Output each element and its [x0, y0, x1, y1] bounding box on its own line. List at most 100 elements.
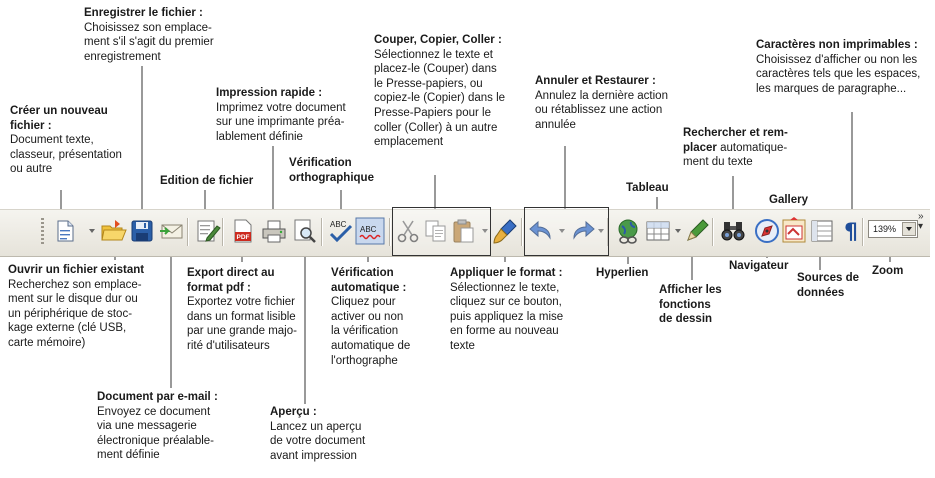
annotation-pdf: Export direct au format pdf : Exportez v… — [187, 266, 297, 354]
standard-toolbar: PDF ABC ABC — [0, 209, 930, 257]
annotation-line: puis appliquez la mise — [450, 310, 564, 323]
annotation-gallery: Gallery — [769, 193, 808, 208]
annotation-line: Choisissez d'afficher ou non les — [756, 53, 918, 66]
annotation-verif-ortho: Vérification orthographique — [289, 156, 374, 185]
drawing-pencil-icon[interactable] — [682, 216, 712, 246]
copy-icon[interactable] — [421, 216, 451, 246]
annotation-line: Sélectionnez le texte, — [450, 281, 560, 294]
annotation-title: Gallery — [769, 194, 808, 206]
annotation-impression: Impression rapide : Imprimez votre docum… — [216, 86, 346, 144]
annotation-line: emplacement — [374, 136, 444, 149]
annotation-sources: Sources de données — [797, 271, 859, 300]
annotation-line: par une grande majo- — [187, 325, 297, 338]
open-folder-icon[interactable] — [98, 216, 128, 246]
annotation-line: Choisissez son emplace- — [84, 21, 212, 34]
gallery-icon[interactable] — [779, 216, 809, 246]
annotation-line: ment du texte — [683, 156, 753, 169]
cut-scissors-icon[interactable] — [393, 216, 423, 246]
clipboard-group-box — [392, 207, 491, 256]
annotation-line: les marques de paragraphe... — [756, 82, 907, 95]
annotation-line: Cliquez pour — [331, 296, 396, 309]
zoom-dropdown-arrow[interactable] — [902, 222, 916, 236]
undo-dropdown-arrow[interactable] — [559, 229, 565, 233]
save-disk-icon[interactable] — [127, 216, 157, 246]
annotation-line: caractères tels que les espaces, — [756, 68, 921, 81]
annotation-title: Couper, Copier, Coller : — [374, 34, 502, 46]
undo-arrow-icon[interactable] — [526, 216, 556, 246]
annotation-line: Imprimez votre document — [216, 101, 346, 114]
annotation-creer: Créer un nouveau fichier : Document text… — [10, 104, 122, 177]
annotation-title: fonctions — [659, 298, 711, 311]
annotation-line: la vérification — [331, 325, 399, 338]
redo-dropdown-arrow[interactable] — [598, 229, 604, 233]
autospellcheck-icon[interactable]: ABC — [355, 216, 385, 246]
annotation-title: Vérification — [331, 267, 394, 279]
paste-clipboard-icon[interactable] — [449, 216, 479, 246]
annotation-title: Ouvrir un fichier existant — [8, 264, 145, 276]
annotation-title: de dessin — [659, 313, 713, 326]
pdf-label: PDF — [237, 234, 250, 241]
annotation-line: ment s'il s'agit du premier — [84, 36, 214, 49]
annotation-line: enregistrement — [84, 50, 161, 63]
format-paintbrush-icon[interactable] — [490, 216, 520, 246]
annotation-line: cliquez sur ce bouton, — [450, 296, 562, 309]
annotation-title: fichier : — [10, 119, 52, 132]
annotation-line: ou rétablissez une action — [535, 104, 663, 117]
table-grid-icon[interactable] — [643, 216, 673, 246]
annotation-line: Sélectionnez le texte et — [374, 48, 493, 61]
annotation-line: via une messagerie — [97, 420, 197, 433]
annotation-ouvrir: Ouvrir un fichier existant Recherchez so… — [8, 263, 144, 351]
annotation-title: Impression rapide : — [216, 87, 323, 99]
annotation-title: Aperçu : — [270, 406, 317, 418]
annotation-line: ment sur le disque dur ou — [8, 293, 138, 306]
annotation-title: Edition de fichier — [160, 175, 254, 187]
zoom-select[interactable]: 139% — [868, 220, 918, 238]
email-envelope-icon[interactable] — [157, 216, 187, 246]
annotation-line: Recherchez son emplace- — [8, 278, 142, 291]
annotation-line: rité d'utilisateurs — [187, 339, 270, 352]
annotation-line: automatique- — [716, 141, 788, 154]
annotation-line: Annulez la dernière action — [535, 89, 668, 102]
paste-dropdown-arrow[interactable] — [482, 229, 488, 233]
annotation-title: données — [797, 286, 845, 299]
toolbar-grip[interactable] — [41, 218, 44, 246]
annotation-title: Navigateur — [729, 260, 789, 272]
toolbar-overflow-chevron-icon[interactable]: »▾ — [918, 211, 924, 232]
zoom-value: 139% — [873, 224, 897, 234]
annotation-hyperlien: Hyperlien — [596, 266, 648, 281]
redo-arrow-icon[interactable] — [568, 216, 598, 246]
annotation-line: ou autre — [10, 163, 53, 176]
annotation-title: placer — [683, 141, 717, 154]
annotation-title: Export direct au — [187, 267, 275, 279]
annotation-title: Sources de — [797, 272, 859, 284]
annotation-line: kage externe (clé USB, — [8, 322, 127, 335]
find-binoculars-icon[interactable] — [718, 216, 748, 246]
formatting-marks-pilcrow-icon[interactable]: ¶ — [836, 216, 866, 246]
annotation-annuler: Annuler et Restaurer : Annulez la derniè… — [535, 74, 668, 132]
new-document-icon[interactable] — [50, 216, 80, 246]
toolbar-separator — [187, 218, 189, 246]
hyperlink-globe-icon[interactable] — [613, 216, 643, 246]
annotation-zoom: Zoom — [872, 264, 903, 279]
spellcheck-icon[interactable]: ABC — [326, 216, 356, 246]
navigator-compass-icon[interactable] — [752, 216, 782, 246]
annotation-apercu: Aperçu : Lancez un aperçu de votre docum… — [270, 405, 365, 463]
data-sources-icon[interactable] — [807, 216, 837, 246]
edit-file-icon[interactable] — [192, 216, 222, 246]
annotation-title: Enregistrer le fichier : — [84, 7, 203, 19]
annotation-title: Annuler et Restaurer : — [535, 75, 656, 87]
annotation-title: orthographique — [289, 171, 374, 184]
new-dropdown-arrow[interactable] — [89, 229, 95, 233]
annotation-line: le Presse-papiers, ou — [374, 77, 483, 90]
annotation-line: Envoyez ce document — [97, 405, 211, 418]
annotation-line: activer ou non — [331, 310, 404, 323]
export-pdf-icon[interactable]: PDF — [228, 216, 258, 246]
table-dropdown-arrow[interactable] — [675, 229, 681, 233]
spellcheck-label: ABC — [330, 220, 347, 229]
annotation-title: Afficher les — [659, 284, 722, 296]
print-preview-icon[interactable] — [289, 216, 319, 246]
print-icon[interactable] — [259, 216, 289, 246]
annotation-title: Vérification — [289, 157, 352, 169]
annotation-line: l'orthographe — [331, 354, 398, 367]
annotation-mail: Document par e-mail : Envoyez ce documen… — [97, 390, 218, 463]
